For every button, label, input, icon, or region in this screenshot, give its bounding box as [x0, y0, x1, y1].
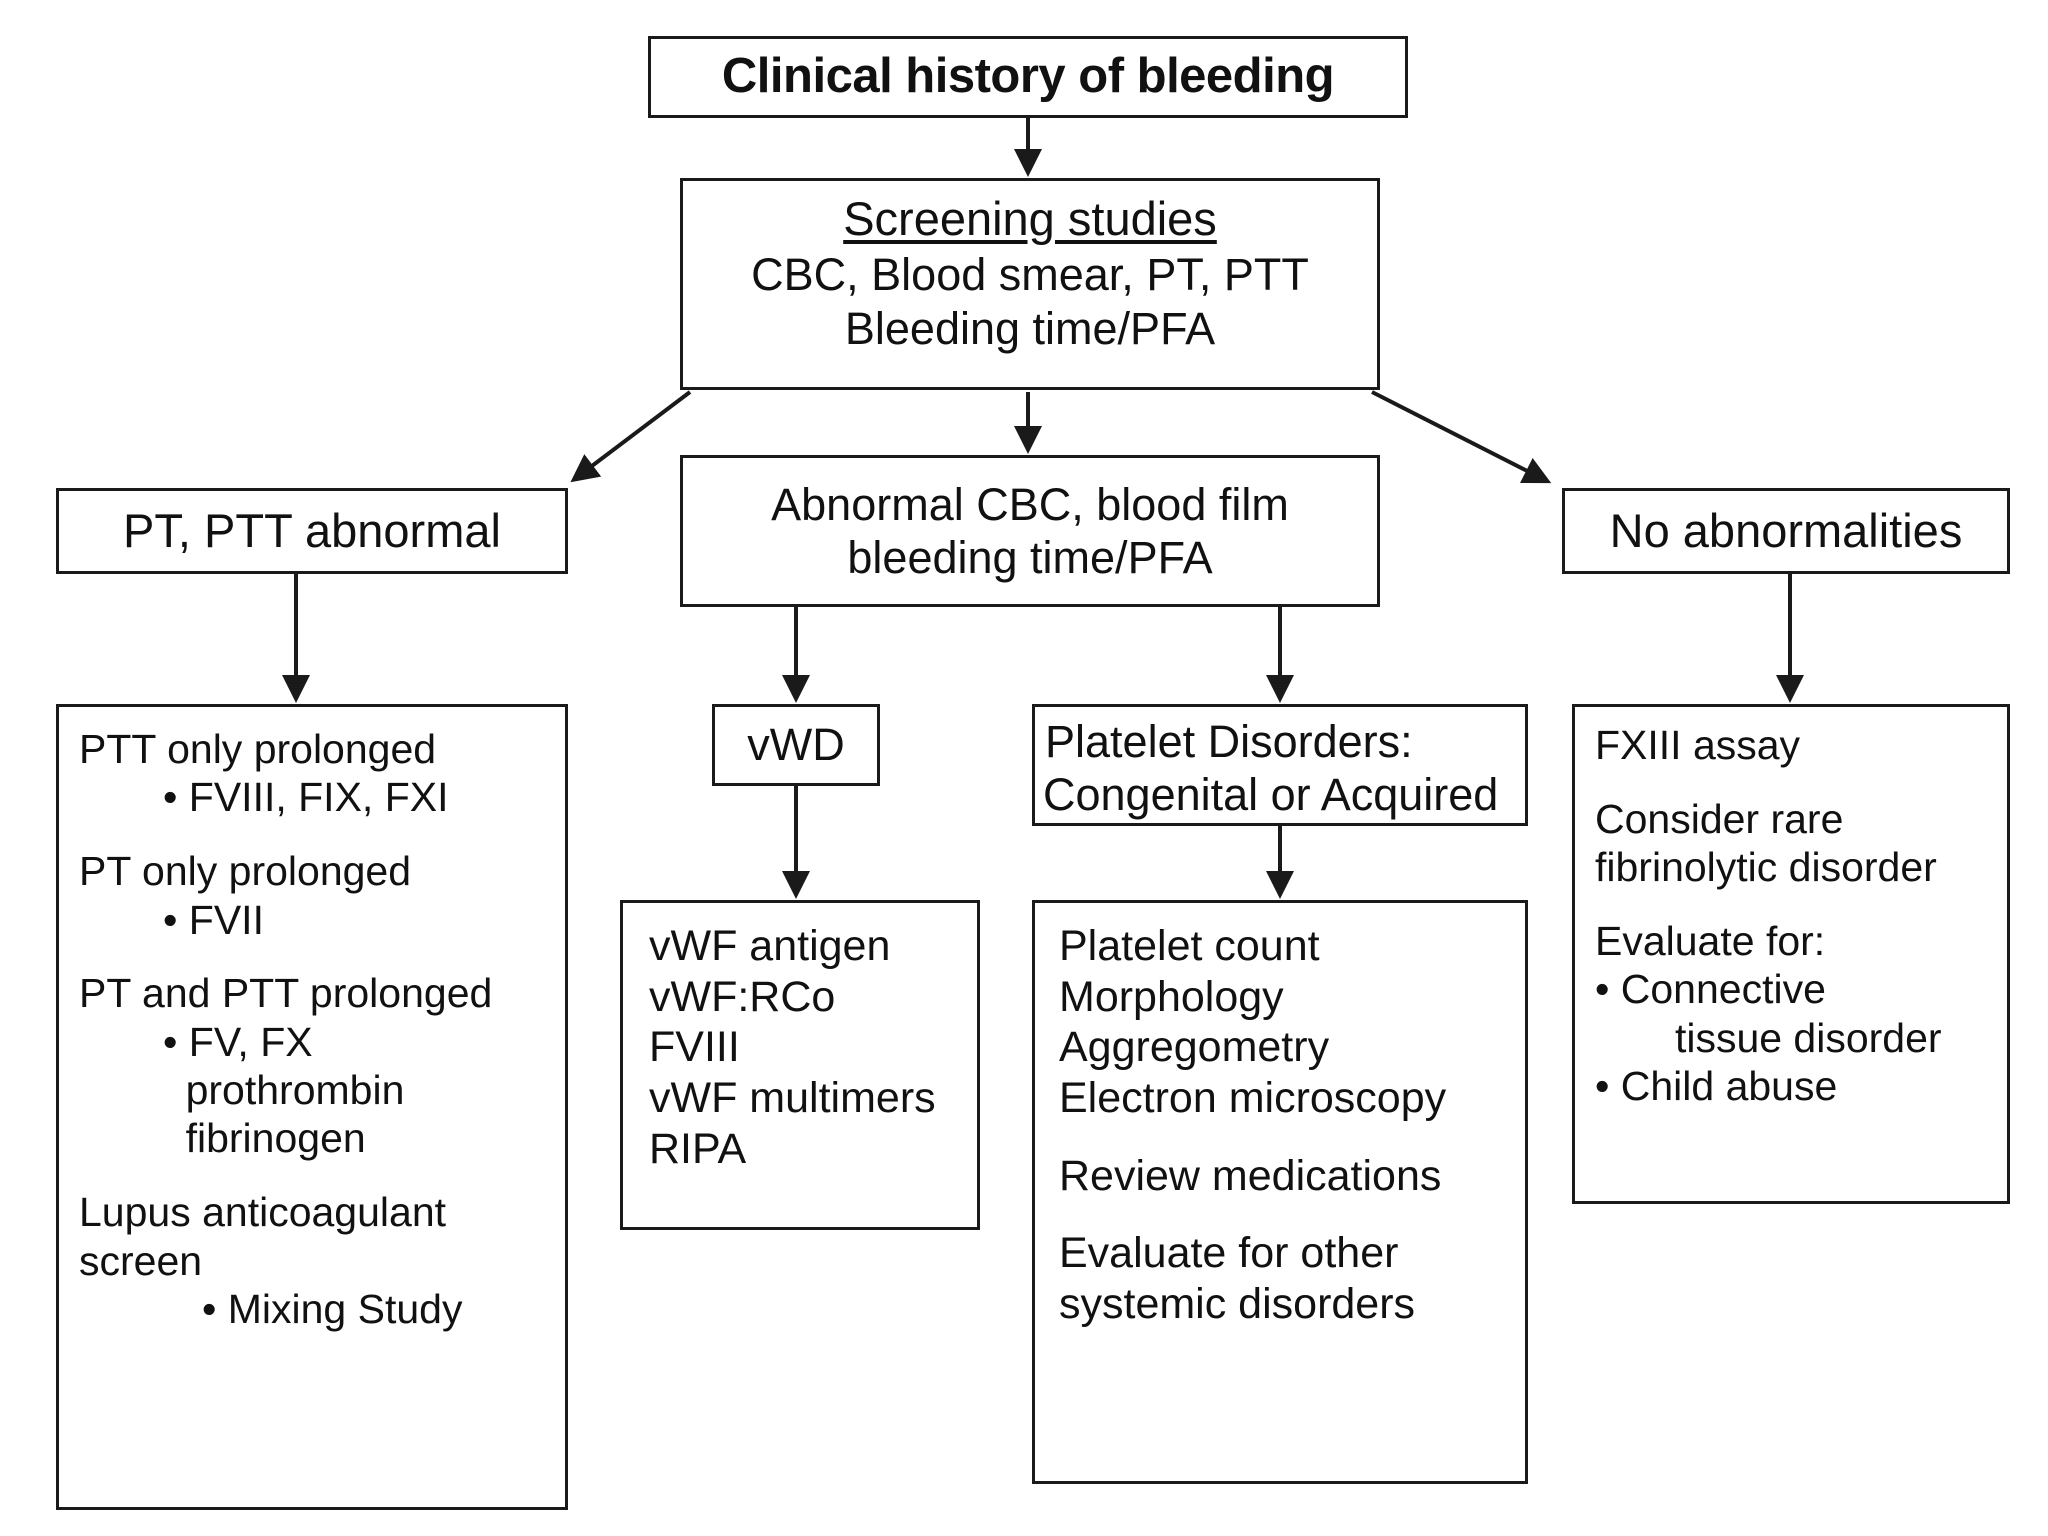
platelet-test-item: Morphology: [1059, 972, 1284, 1021]
platelet-disorders-line-1: Platelet Disorders:: [1045, 716, 1413, 767]
node-platelet-disorders: Platelet Disorders: Congenital or Acquir…: [1032, 704, 1528, 826]
platelet-test-item: Electron microscopy: [1059, 1074, 1447, 1123]
coag-group1-bullet: • FVIII, FIX, FXI: [163, 774, 449, 821]
arrow-screening-to-noabnormalities: [1371, 390, 1552, 484]
node-no-abnormalities: No abnormalities: [1562, 488, 2010, 574]
fxiii-evaluate-title: Evaluate for:: [1595, 917, 1826, 964]
screening-studies-heading: Screening studies: [843, 192, 1217, 245]
platelet-evaluate-line-2: systemic disorders: [1059, 1279, 1416, 1328]
coag-group2-bullet: • FVII: [163, 896, 264, 943]
node-vwf-tests: vWF antigen vWF:RCo FVIII vWF multimers …: [620, 900, 980, 1230]
abnormal-cbc-line-2: bleeding time/PFA: [847, 532, 1213, 583]
node-vwd: vWD: [712, 704, 880, 786]
coag-group3-cont-1: prothrombin: [185, 1067, 405, 1114]
fxiii-consider-line-1: Consider rare: [1595, 795, 1844, 842]
node-screening-studies: Screening studies CBC, Blood smear, PT, …: [680, 178, 1380, 390]
fxiii-consider-line-2: fibrinolytic disorder: [1595, 844, 1937, 891]
coag-group4-title-1: Lupus anticoagulant: [79, 1189, 447, 1236]
coag-spacer-3: [79, 1163, 549, 1188]
screening-studies-line-1: CBC, Blood smear, PT, PTT: [751, 249, 1309, 301]
node-pt-ptt-abnormal: PT, PTT abnormal: [56, 488, 568, 574]
platelet-test-item: Aggregometry: [1059, 1023, 1330, 1072]
vwd-label: vWD: [747, 719, 845, 771]
platelet-review-medications: Review medications: [1059, 1151, 1442, 1200]
coag-spacer-1: [79, 822, 549, 847]
vwf-test-item: RIPA: [649, 1124, 747, 1173]
coag-group3-bullet: • FV, FX: [163, 1018, 313, 1065]
no-abnormalities-label: No abnormalities: [1609, 504, 1963, 558]
fxiii-evaluate-bullet-1: • Connective: [1595, 966, 1826, 1013]
screening-studies-line-2: Bleeding time/PFA: [844, 302, 1216, 354]
node-abnormal-cbc: Abnormal CBC, blood film bleeding time/P…: [680, 455, 1380, 607]
vwf-test-item: vWF antigen: [649, 922, 891, 970]
vwf-test-item: FVIII: [649, 1023, 740, 1072]
coag-group2-title: PT only prolonged: [79, 848, 412, 895]
coag-group1-title: PTT only prolonged: [79, 726, 437, 772]
platelet-spacer-1: [1059, 1124, 1513, 1151]
node-coagulation-panel: PTT only prolonged • FVIII, FIX, FXI PT …: [56, 704, 568, 1510]
fxiii-evaluate-bullet-2: • Child abuse: [1595, 1063, 1838, 1110]
coag-group3-cont-2: fibrinogen: [185, 1115, 366, 1162]
node-clinical-history-label: Clinical history of bleeding: [721, 49, 1335, 104]
platelet-spacer-2: [1059, 1201, 1513, 1228]
fxiii-spacer-2: [1595, 892, 1995, 917]
node-clinical-history: Clinical history of bleeding: [648, 36, 1408, 118]
fxiii-evaluate-bullet-1-cont: tissue disorder: [1674, 1014, 1942, 1061]
vwf-test-item: vWF multimers: [649, 1074, 936, 1123]
platelet-disorders-line-2: Congenital or Acquired: [1043, 769, 1499, 821]
fxiii-spacer-1: [1595, 769, 1995, 794]
vwf-test-item: vWF:RCo: [649, 972, 836, 1021]
node-fxiii-assay: FXIII assay Consider rare fibrinolytic d…: [1572, 704, 2010, 1204]
arrow-screening-to-ptptt: [570, 390, 692, 483]
coag-group4-title-2: screen: [79, 1237, 203, 1284]
platelet-evaluate-line-1: Evaluate for other: [1059, 1228, 1399, 1277]
abnormal-cbc-line-1: Abnormal CBC, blood film: [771, 478, 1289, 530]
coag-spacer-2: [79, 944, 549, 969]
platelet-test-item: Platelet count: [1059, 922, 1320, 970]
coag-group3-title: PT and PTT prolonged: [79, 970, 493, 1017]
pt-ptt-abnormal-label: PT, PTT abnormal: [123, 504, 501, 558]
fxiii-assay-label: FXIII assay: [1595, 722, 1801, 768]
coag-group4-bullet: • Mixing Study: [202, 1285, 463, 1332]
node-platelet-tests: Platelet count Morphology Aggregometry E…: [1032, 900, 1528, 1484]
